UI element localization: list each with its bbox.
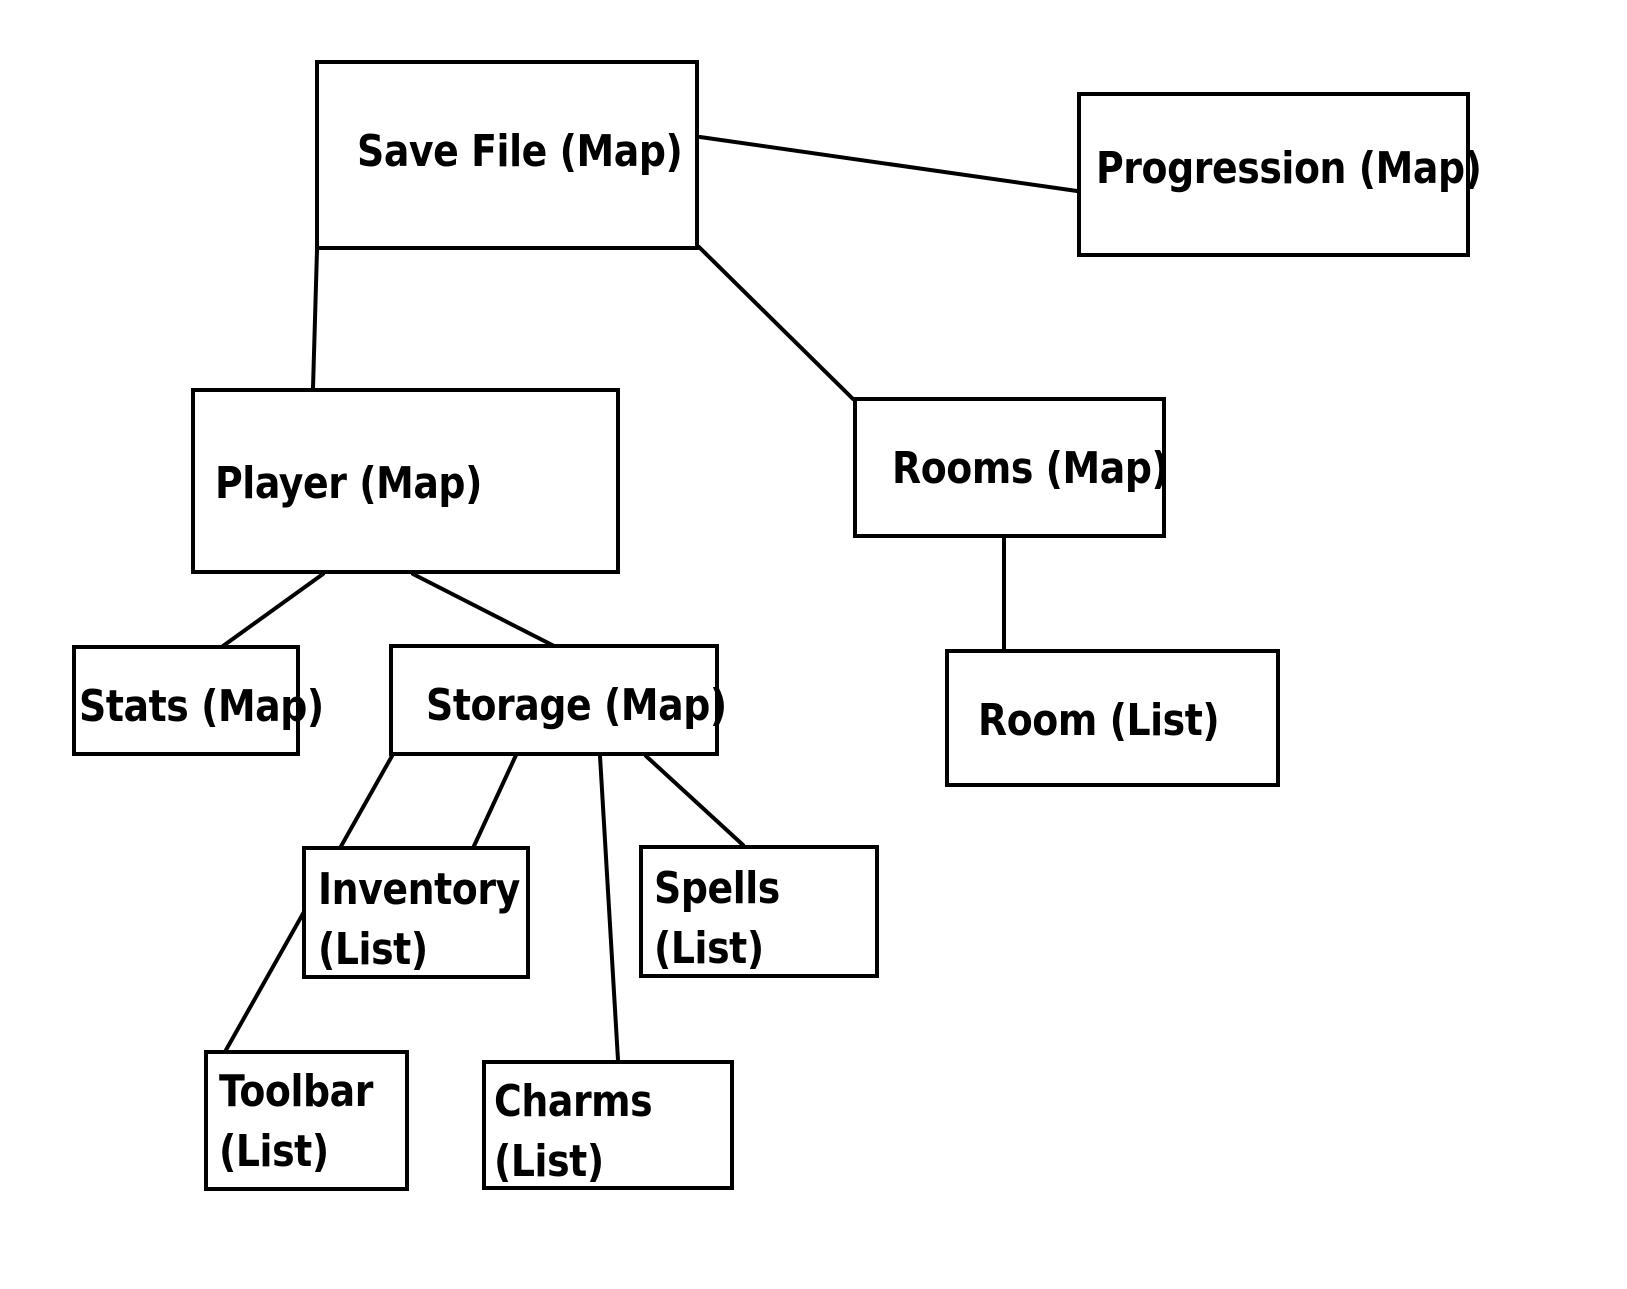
node-toolbar-label: Toolbar (List) bbox=[219, 1062, 373, 1182]
node-toolbar-label-line1: Toolbar bbox=[219, 1066, 374, 1117]
edge-player-storage bbox=[411, 572, 560, 650]
node-charms-label-line1: Charms bbox=[494, 1076, 653, 1127]
node-stats: Stats (Map) bbox=[72, 645, 324, 756]
node-inventory-label-line1: Inventory bbox=[318, 864, 520, 915]
node-charms-label: Charms (List) bbox=[494, 1072, 653, 1192]
node-storage-label: Storage (Map) bbox=[426, 680, 727, 731]
node-toolbar: Toolbar (List) bbox=[204, 1050, 409, 1191]
node-charms: Charms (List) bbox=[482, 1060, 734, 1190]
node-room-label: Room (List) bbox=[978, 695, 1220, 746]
node-player-label: Player (Map) bbox=[215, 458, 482, 509]
node-storage: Storage (Map) bbox=[389, 644, 727, 756]
node-spells-label-line1: Spells bbox=[654, 863, 780, 914]
edge-save-file-progression bbox=[698, 135, 1079, 193]
edge-storage-charms bbox=[598, 754, 620, 1062]
node-spells-label-line2: (List) bbox=[654, 923, 764, 974]
edge-save-file-rooms bbox=[697, 245, 855, 401]
node-room: Room (List) bbox=[945, 649, 1280, 787]
node-player: Player (Map) bbox=[191, 388, 620, 574]
edge-save-file-player bbox=[311, 248, 319, 390]
edge-storage-inventory bbox=[472, 751, 519, 848]
node-inventory: Inventory (List) bbox=[302, 846, 530, 979]
node-inventory-label-line2: (List) bbox=[318, 924, 428, 975]
node-rooms: Rooms (Map) bbox=[853, 397, 1169, 538]
node-charms-label-line2: (List) bbox=[494, 1136, 604, 1187]
node-rooms-label: Rooms (Map) bbox=[892, 443, 1169, 494]
node-spells-label: Spells (List) bbox=[654, 859, 780, 979]
edge-storage-spells bbox=[644, 754, 745, 847]
node-progression-label: Progression (Map) bbox=[1096, 143, 1482, 194]
node-inventory-label: Inventory (List) bbox=[318, 860, 520, 980]
node-toolbar-label-line2: (List) bbox=[219, 1126, 329, 1177]
node-save-file: Save File (Map) bbox=[315, 60, 699, 250]
node-stats-label: Stats (Map) bbox=[79, 681, 324, 732]
node-save-file-label: Save File (Map) bbox=[357, 126, 683, 177]
edge-player-stats bbox=[221, 572, 325, 648]
node-progression: Progression (Map) bbox=[1077, 92, 1482, 257]
node-spells: Spells (List) bbox=[639, 845, 879, 978]
